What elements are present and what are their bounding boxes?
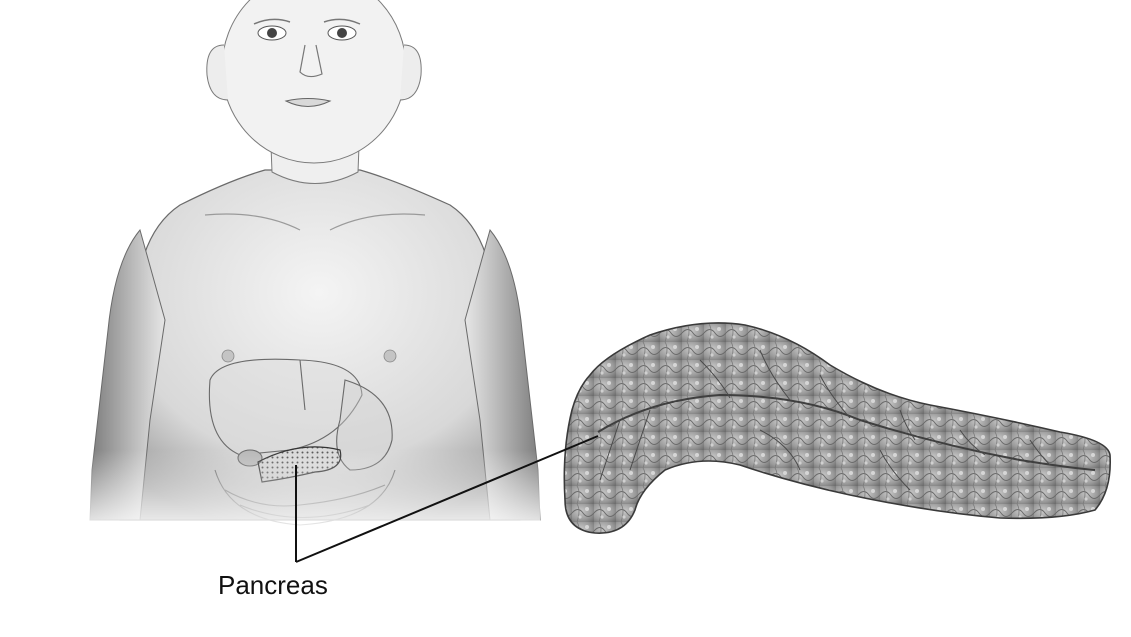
pancreas-label: Pancreas	[218, 570, 328, 601]
pancreas-detail-shape	[564, 323, 1110, 533]
right-nipple	[384, 350, 396, 362]
pancreas-detail	[564, 323, 1110, 533]
body-fade	[80, 450, 540, 540]
child-figure	[80, 0, 540, 540]
left-nipple	[222, 350, 234, 362]
head	[222, 0, 406, 163]
